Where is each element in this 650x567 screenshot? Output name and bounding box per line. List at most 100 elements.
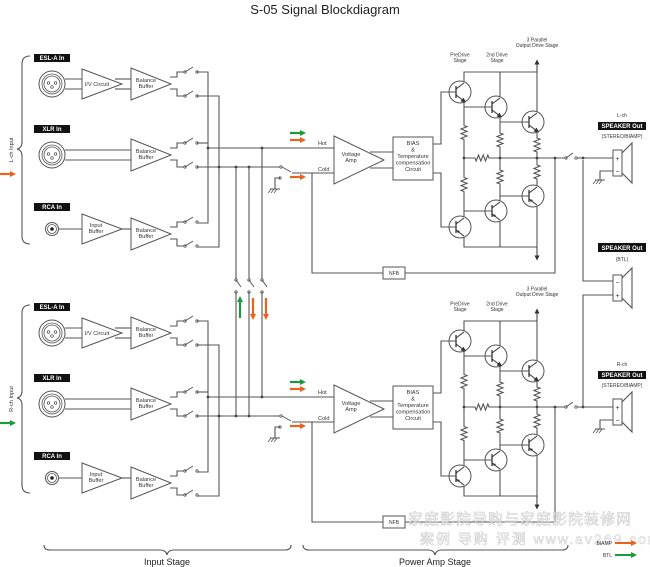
ground-hatch bbox=[595, 179, 600, 185]
emitter-resistor bbox=[532, 158, 542, 186]
tag-background bbox=[598, 122, 646, 130]
speaker-plus: + bbox=[615, 156, 619, 163]
switch-contact bbox=[574, 156, 578, 160]
junction-dot bbox=[217, 414, 221, 418]
power-amp-stage-label: Power Amp Stage bbox=[399, 557, 471, 567]
ground-hatch bbox=[267, 437, 272, 443]
wire bbox=[170, 320, 184, 327]
input-stage-label: Input Stage bbox=[144, 557, 190, 567]
svg-text:−: − bbox=[615, 280, 619, 287]
input-buffer-block bbox=[81, 462, 124, 494]
hot-bus bbox=[197, 71, 209, 224]
cold-label: Cold bbox=[318, 416, 330, 422]
xlr-ring bbox=[43, 324, 61, 342]
ground-hatch bbox=[270, 437, 275, 443]
xlr-pin bbox=[53, 401, 58, 405]
btl-speaker-tag-text: SPEAKER Out bbox=[601, 246, 642, 252]
ground-hatch bbox=[598, 179, 603, 185]
wire bbox=[170, 391, 184, 398]
second-drive-transistor-icon bbox=[484, 199, 508, 223]
tag-background bbox=[34, 203, 70, 211]
junction-dot bbox=[498, 405, 502, 409]
transistor-emitter bbox=[528, 124, 539, 133]
xlr-ring bbox=[41, 322, 63, 344]
xlr-pin bbox=[46, 81, 51, 85]
junction-dot bbox=[234, 165, 238, 169]
input-tag: XLR In bbox=[34, 125, 70, 133]
wire bbox=[274, 177, 280, 189]
tag-background bbox=[34, 452, 70, 460]
wire bbox=[463, 71, 537, 82]
rca-pin bbox=[50, 227, 54, 231]
wire bbox=[463, 102, 485, 108]
switch-blade bbox=[248, 279, 255, 288]
input-tag: RCA In bbox=[34, 203, 70, 211]
watermark: 家庭影院导购与家庭影院装修网 案例 导购 评测 www.av269.com bbox=[408, 510, 650, 548]
watermark-line2: 案例 导购 评测 www.av269.com bbox=[420, 531, 650, 547]
cold-bus bbox=[197, 344, 220, 497]
tag-text: XLR In bbox=[43, 127, 62, 133]
rca-ring bbox=[47, 224, 57, 234]
output-relay-switch bbox=[565, 152, 574, 159]
input-select-switch bbox=[183, 339, 199, 347]
output-transistor-icon bbox=[521, 110, 545, 134]
xlr-ring bbox=[43, 395, 61, 413]
input-select-switch bbox=[183, 386, 199, 394]
xlr-ring bbox=[43, 146, 61, 164]
emitter-resistor bbox=[532, 132, 542, 158]
input-group-label: L-ch Input bbox=[9, 137, 15, 162]
tag-text: SPEAKER Out bbox=[601, 124, 642, 130]
bridge-resistor bbox=[464, 402, 500, 412]
switch-blade bbox=[184, 137, 194, 144]
junction-dot bbox=[553, 156, 557, 160]
junction-dot bbox=[535, 156, 539, 160]
output-transistor-icon bbox=[521, 359, 545, 383]
switch-blade bbox=[184, 386, 194, 393]
wire bbox=[433, 340, 452, 394]
iv-circuit-label: I/V Circuit bbox=[85, 331, 110, 337]
predrive-transistor-icon bbox=[448, 215, 472, 239]
tag-background bbox=[34, 125, 70, 133]
emitter-resistor bbox=[495, 122, 505, 158]
speaker-channel-label: L-ch bbox=[617, 113, 627, 119]
switch-contact bbox=[279, 165, 283, 169]
wire bbox=[170, 71, 184, 78]
stage-braces: Input Stage Power Amp Stage bbox=[43, 544, 569, 567]
speaker-terminal-block bbox=[612, 398, 623, 426]
speaker-mode-label: (STEREO/BIAMP) bbox=[602, 134, 643, 140]
output-transistor-icon bbox=[521, 184, 545, 208]
predrive-transistor-icon bbox=[448, 464, 472, 488]
wire bbox=[170, 142, 184, 149]
input-select-switch bbox=[183, 489, 199, 497]
predrive-transistor-icon bbox=[448, 80, 472, 104]
xlr-pin bbox=[46, 401, 51, 405]
iv-circuit-label: I/V Circuit bbox=[85, 82, 110, 88]
wire bbox=[463, 351, 485, 357]
legend-biamp-label: BIAMP bbox=[596, 541, 612, 547]
ground-hatch bbox=[592, 428, 597, 434]
nfb-label: NFB bbox=[389, 271, 400, 277]
speaker-icon: +− bbox=[612, 390, 633, 434]
wire bbox=[499, 117, 522, 123]
transistor-collector bbox=[455, 331, 465, 339]
junction-dot bbox=[217, 165, 221, 169]
emitter-resistor bbox=[532, 381, 542, 407]
tag-text: ESL-A In bbox=[40, 56, 65, 62]
btl-speaker-output: SPEAKER Out (BTL) − + bbox=[582, 160, 646, 407]
switch-blade bbox=[184, 339, 194, 346]
wire bbox=[170, 487, 184, 496]
ground-hatch bbox=[595, 428, 600, 434]
xlr-pin bbox=[46, 330, 51, 334]
balance-buffer-block bbox=[130, 138, 173, 172]
junction-dot bbox=[247, 414, 251, 418]
speaker-icon: +− bbox=[612, 141, 633, 185]
switch-blade bbox=[261, 279, 268, 288]
switch-blade bbox=[184, 161, 194, 168]
